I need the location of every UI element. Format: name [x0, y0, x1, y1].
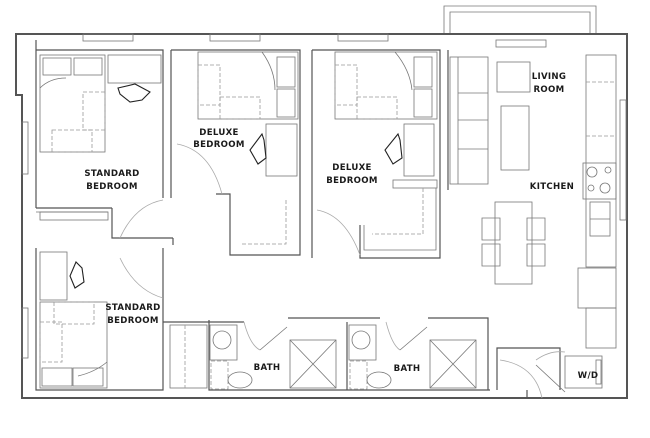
- label-standard-bedroom-bottom-2: BEDROOM: [107, 316, 158, 326]
- balcony: [443, 5, 597, 33]
- label-deluxe-bedroom-2-2: BEDROOM: [326, 176, 377, 186]
- label-standard-bedroom-top-2: BEDROOM: [86, 182, 137, 192]
- label-bath-2: BATH: [394, 364, 421, 374]
- exterior-walls: [15, 33, 628, 399]
- label-kitchen: KITCHEN: [530, 182, 574, 192]
- label-deluxe-bedroom-1-1: DELUXE: [199, 128, 238, 138]
- interior-walls: [35, 49, 561, 398]
- label-bath-1: BATH: [254, 363, 281, 373]
- doors: [119, 143, 566, 399]
- label-deluxe-bedroom-1-2: BEDROOM: [193, 140, 244, 150]
- deluxe-bedroom-2-furniture: [334, 51, 438, 251]
- deluxe-bedroom-1-furniture: [197, 51, 299, 245]
- label-deluxe-bedroom-2-1: DELUXE: [332, 163, 371, 173]
- living-kitchen-furniture: [449, 54, 617, 349]
- label-living-room-1: LIVING: [532, 72, 567, 82]
- baths: [209, 324, 477, 390]
- label-laundry: W/D: [578, 371, 599, 381]
- room-labels: STANDARD BEDROOM DELUXE BEDROOM DELUXE B…: [84, 72, 598, 381]
- label-standard-bedroom-bottom-1: STANDARD: [105, 303, 160, 313]
- standard-bedroom-bottom-furniture: [39, 251, 208, 389]
- label-living-room-2: ROOM: [534, 85, 565, 95]
- standard-bedroom-top-furniture: [36, 54, 162, 221]
- label-standard-bedroom-top-1: STANDARD: [84, 169, 139, 179]
- laundry: [564, 355, 603, 389]
